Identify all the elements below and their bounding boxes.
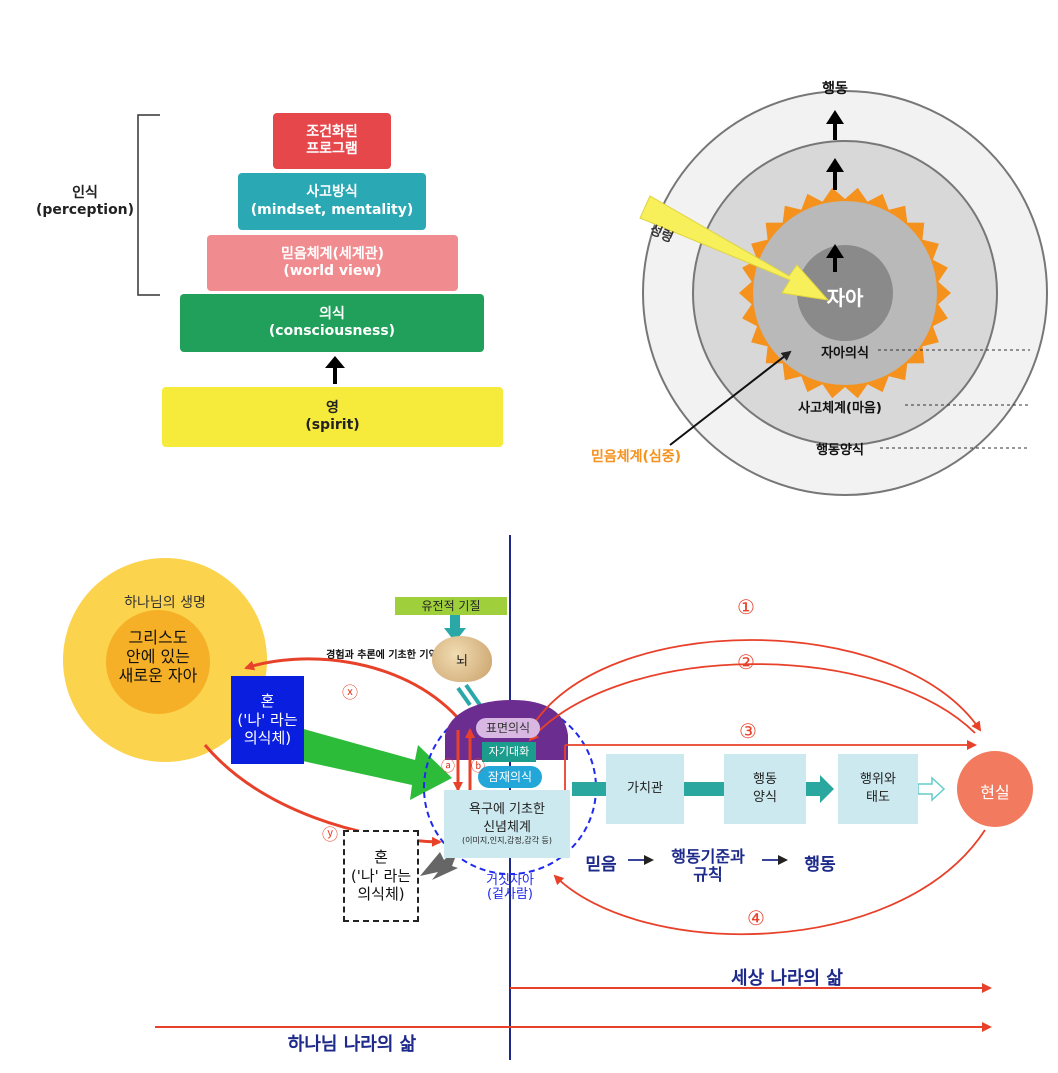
action-up-arrows	[826, 110, 844, 272]
marker-y: ⓨ	[321, 825, 338, 844]
god-kingdom-life-label: 하나님 나라의 삶	[287, 1034, 417, 1055]
soul-blue-box: 혼 ('나' 라는 의식체)	[231, 676, 304, 764]
brain-icon: 뇌	[432, 636, 492, 682]
false-self-label: 거짓자아 (겉사람)	[486, 873, 534, 903]
belief-pointer	[669, 350, 792, 446]
pyramid-level-spirit: 영 (spirit)	[162, 387, 503, 447]
spirit-up-arrow	[325, 356, 345, 384]
pyramid-level-program: 조건화된 프로그램	[273, 113, 391, 169]
green-arrow	[298, 728, 452, 800]
world-life-label: 세상 나라의 삶	[731, 968, 843, 989]
god-life-label: 하나님의 생명	[124, 595, 206, 611]
reality-label: 현실	[980, 783, 1010, 802]
chain-action: 행동	[804, 855, 836, 875]
connector-bar	[684, 782, 724, 796]
self-core-label: 자아	[826, 286, 864, 310]
self-consciousness-label: 자아의식	[821, 346, 869, 361]
new-self-circle	[106, 610, 210, 714]
loop-4-label: ④	[747, 906, 765, 930]
brain-link-arrow	[464, 683, 482, 707]
marker-x: ⓧ	[341, 683, 358, 702]
teal-arrow	[806, 775, 834, 803]
self-talk-box: 자기대화	[482, 742, 536, 762]
marker-a: ⓐ	[441, 759, 455, 775]
pyramid-level-mindset: 사고방식 (mindset, mentality)	[238, 173, 426, 230]
genetic-trait-box: 유전적 기질	[395, 597, 507, 615]
spirit-arrow	[639, 195, 830, 301]
new-self-label: 그리스도 안에 있는 새로운 자아	[118, 628, 198, 686]
marker-b: ⓑ	[471, 759, 485, 775]
behavior-pattern-box: 행동 양식	[724, 754, 806, 824]
belief-system-box: 욕구에 기초한 신념체계 (이미지,인지,감정,감각 등)	[444, 790, 570, 858]
brain-link-arrow	[456, 686, 472, 707]
chain-belief: 믿음	[585, 855, 617, 875]
loop-3-label: ③	[739, 719, 757, 743]
genetic-down-arrow	[444, 615, 466, 642]
chain-standard: 행동기준과 규칙	[671, 847, 745, 884]
behavior-pattern-label: 행동양식	[816, 443, 864, 458]
perception-bracket	[137, 114, 160, 296]
loop-4-arrow	[553, 829, 986, 936]
memory-label: 경험과 추론에 기초한 기억	[326, 650, 438, 661]
pyramid-level-consciousness: 의식 (consciousness)	[180, 294, 484, 352]
loop-1-label: ①	[737, 595, 755, 619]
x-arrow	[244, 657, 460, 720]
surface-consciousness-pill: 표면의식	[476, 718, 540, 738]
values-box: 가치관	[606, 754, 684, 824]
pyramid-level-worldview: 믿음체계(세계관) (world view)	[207, 235, 458, 291]
perception-label: 인식 (perception)	[35, 185, 135, 218]
thought-system-label: 사고체계(마음)	[798, 401, 882, 416]
action-label: 행동	[822, 81, 848, 97]
subconscious-pill: 잠재의식	[478, 766, 542, 788]
loop-2-label: ②	[737, 650, 755, 674]
belief-heart-label: 믿음체계(심중)	[590, 449, 682, 465]
conduct-box: 행위와 태도	[838, 754, 918, 824]
connector-bar	[572, 782, 606, 796]
outline-arrow	[917, 776, 946, 802]
reality-circle	[957, 751, 1033, 827]
loop-2-arrow	[528, 663, 976, 742]
grey-double-arrow	[420, 845, 460, 880]
ring-self-core	[797, 245, 893, 341]
soul-dashed-box: 혼 ('나' 라는 의식체)	[343, 830, 419, 922]
loop-1-arrow	[529, 639, 982, 732]
